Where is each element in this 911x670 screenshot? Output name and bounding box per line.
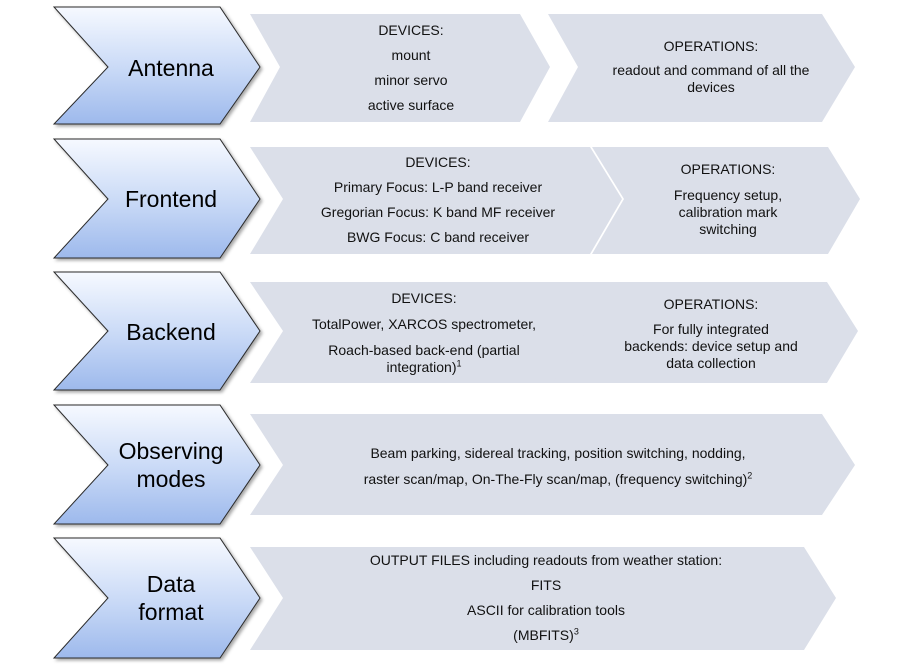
dataformat-label-line: Data xyxy=(146,571,196,597)
antenna-operations-line: readout and command of all the xyxy=(612,62,810,78)
observing-modes-line-footnote: raster scan/map, On-The-Fly scan/map, (f… xyxy=(364,466,753,492)
frontend-devices-box: DEVICES: Primary Focus: L-P band receive… xyxy=(282,148,594,252)
backend-devices-box: DEVICES: TotalPower, XARCOS spectrometer… xyxy=(282,286,566,380)
observing-label: Observing modes xyxy=(108,436,234,494)
backend-operations-box: OPERATIONS: For fully integrated backend… xyxy=(582,290,840,378)
frontend-operations-box: OPERATIONS: Frequency setup, calibration… xyxy=(618,152,838,246)
footnote-marker: 2 xyxy=(747,470,753,481)
frontend-box-operations-shape xyxy=(592,147,860,254)
dataformat-box-shape xyxy=(250,547,836,650)
dataformat-line: OUTPUT FILES including readouts from wea… xyxy=(369,552,723,568)
frontend-device-line: Primary Focus: L-P band receiver xyxy=(333,179,543,195)
observing-box-shape xyxy=(250,414,855,515)
footnote-marker: 3 xyxy=(573,626,579,637)
frontend-operations-line: calibration mark xyxy=(678,203,778,220)
antenna-device-line: mount xyxy=(391,47,431,63)
frontend-box-devices-shape xyxy=(250,147,622,254)
antenna-chevron-shape xyxy=(52,6,261,125)
backend-device-line-text: integration) xyxy=(386,359,457,375)
backend-operations-heading: OPERATIONS: xyxy=(663,296,759,312)
backend-operations-line: data collection xyxy=(666,355,756,371)
observing-modes-line: Beam parking, sidereal tracking, positio… xyxy=(370,445,746,461)
antenna-operations-line: devices xyxy=(687,79,735,95)
observing-modes-box: Beam parking, sidereal tracking, positio… xyxy=(286,426,830,506)
antenna-box-devices-shape xyxy=(250,14,550,122)
observing-chevron-shape xyxy=(52,404,261,525)
backend-box-operations-shape xyxy=(553,282,858,383)
antenna-devices-heading: DEVICES: xyxy=(378,22,444,38)
backend-label: Backend xyxy=(108,304,234,360)
backend-box-devices-shape xyxy=(250,282,590,383)
frontend-label: Frontend xyxy=(108,171,234,227)
frontend-label-text: Frontend xyxy=(124,186,218,212)
backend-devices-heading: DEVICES: xyxy=(391,290,457,306)
backend-device-line: TotalPower, XARCOS spectrometer, xyxy=(311,316,537,332)
observing-label-line: modes xyxy=(136,466,206,492)
backend-chevron-shape xyxy=(52,271,261,391)
frontend-operations-line: switching xyxy=(699,220,757,237)
dataformat-box: OUTPUT FILES including readouts from wea… xyxy=(286,548,806,648)
dataformat-label: Data format xyxy=(108,569,234,627)
dataformat-line-footnote: (MBFITS)3 xyxy=(513,623,579,648)
frontend-device-line: BWG Focus: C band receiver xyxy=(346,229,530,245)
frontend-chevron-shape xyxy=(52,138,261,259)
backend-operations-line: For fully integrated xyxy=(653,321,769,337)
antenna-devices-box: DEVICES: mount minor servo active surfac… xyxy=(282,14,540,122)
backend-device-line: Roach-based back-end (partial xyxy=(328,342,520,358)
observing-modes-line-text: raster scan/map, On-The-Fly scan/map, (f… xyxy=(363,471,748,487)
dataformat-line: FITS xyxy=(530,577,562,593)
backend-operations-line: backends: device setup and xyxy=(624,338,798,354)
dataformat-label-line: format xyxy=(138,599,204,625)
dataformat-line: ASCII for calibration tools xyxy=(467,602,625,618)
observing-label-line: Observing xyxy=(118,438,224,464)
antenna-device-line: minor servo xyxy=(374,72,448,88)
antenna-operations-heading: OPERATIONS: xyxy=(663,38,759,54)
frontend-device-line: Gregorian Focus: K band MF receiver xyxy=(320,204,556,220)
frontend-operations-line: Frequency setup, xyxy=(673,186,783,203)
antenna-device-line: active surface xyxy=(367,97,455,113)
antenna-box-operations-shape xyxy=(548,14,855,122)
backend-device-line-footnote: integration)1 xyxy=(386,359,461,376)
frontend-devices-heading: DEVICES: xyxy=(405,154,471,170)
frontend-operations-heading: OPERATIONS: xyxy=(680,160,776,177)
dataformat-line-text: (MBFITS) xyxy=(513,627,574,643)
antenna-label: Antenna xyxy=(108,40,234,96)
dataformat-chevron-shape xyxy=(52,537,261,659)
antenna-operations-box: OPERATIONS: readout and command of all t… xyxy=(572,22,850,112)
antenna-label-text: Antenna xyxy=(128,55,214,81)
backend-label-text: Backend xyxy=(126,319,216,345)
footnote-marker: 1 xyxy=(456,358,462,369)
